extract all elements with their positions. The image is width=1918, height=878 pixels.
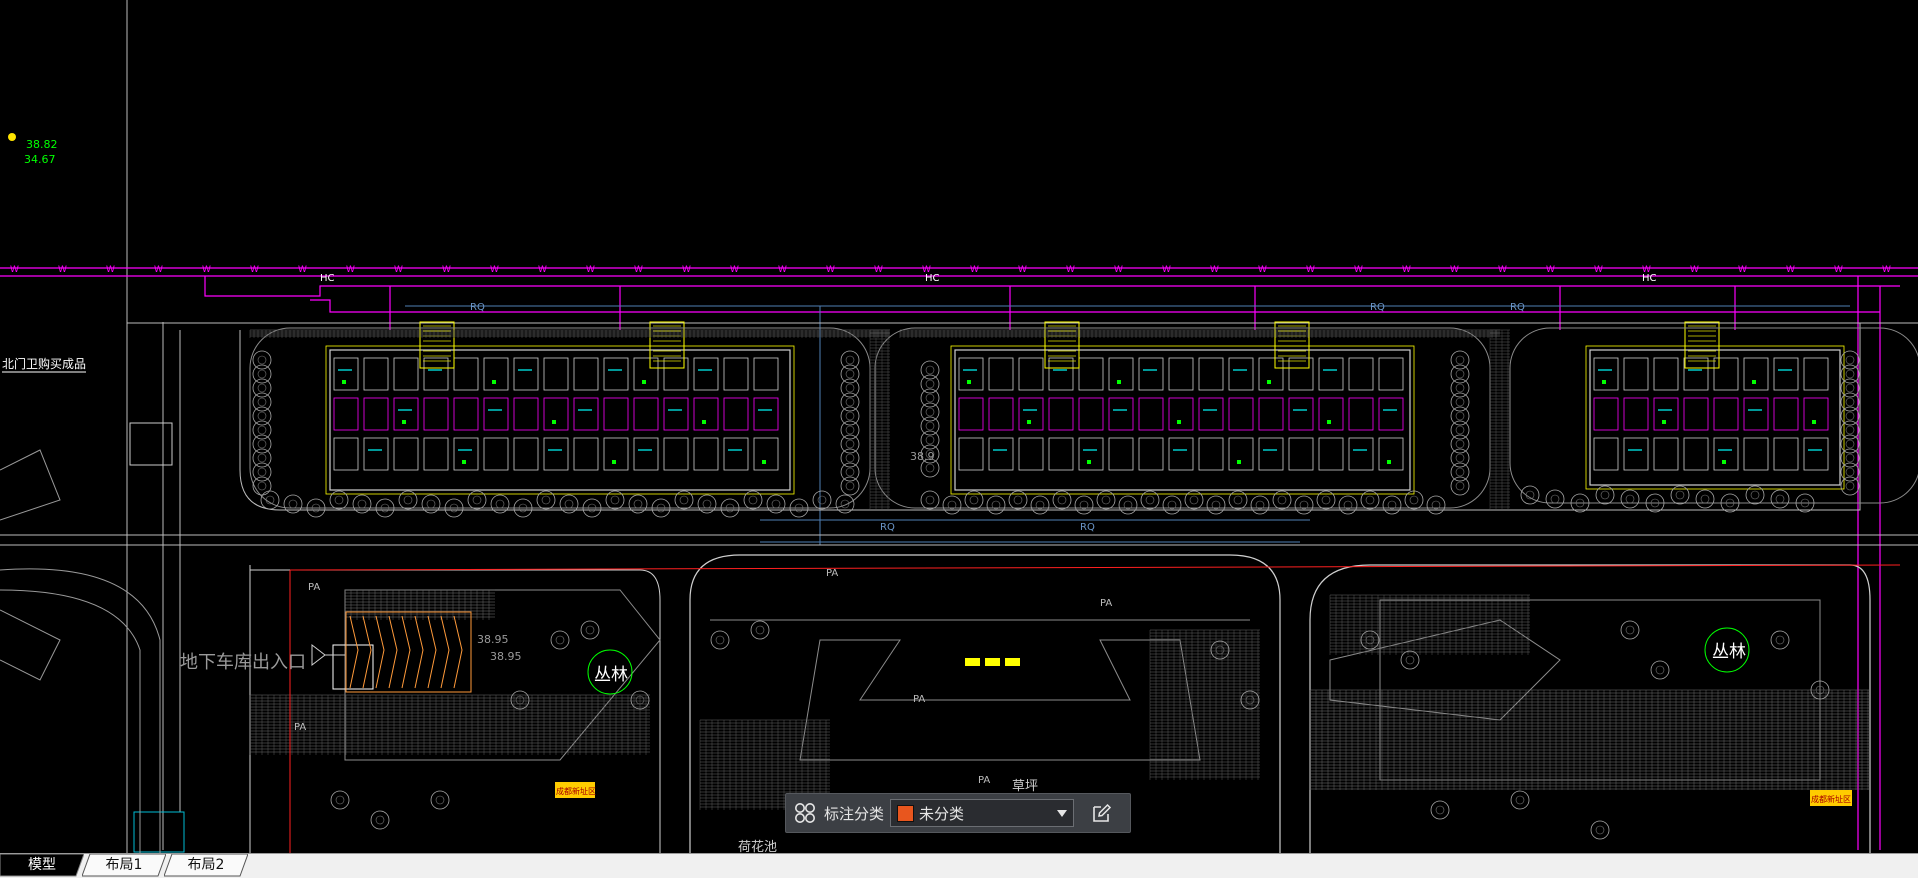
svg-text:W: W xyxy=(10,265,19,275)
svg-text:W: W xyxy=(586,265,595,275)
svg-text:W: W xyxy=(1738,265,1747,275)
tree-symbols xyxy=(252,350,1860,840)
garage-ramp-chevrons xyxy=(345,611,472,693)
svg-text:W: W xyxy=(1498,265,1507,275)
spot-elevation-1: 38.95 xyxy=(477,633,509,646)
paving-hatch xyxy=(249,329,1870,810)
lotus-pond-label: 荷花池 xyxy=(738,839,777,853)
pa-tag-2: PA xyxy=(294,722,306,733)
svg-text:W: W xyxy=(1882,265,1891,275)
svg-text:W: W xyxy=(1642,265,1651,275)
spot-elevation-3: 38.9 xyxy=(910,450,935,463)
svg-text:W: W xyxy=(442,265,451,275)
svg-text:W: W xyxy=(1450,265,1459,275)
svg-text:W: W xyxy=(154,265,163,275)
category-selected-value: 未分类 xyxy=(919,804,965,823)
svg-text:W: W xyxy=(922,265,931,275)
svg-text:W: W xyxy=(1018,265,1027,275)
svg-text:W: W xyxy=(1690,265,1699,275)
svg-text:W: W xyxy=(298,265,307,275)
garage-exit-label: 地下车库出入口 xyxy=(180,652,306,673)
svg-text:W: W xyxy=(634,265,643,275)
rq-tag-2: RQ xyxy=(880,522,895,533)
svg-text:W: W xyxy=(970,265,979,275)
svg-text:W: W xyxy=(202,265,211,275)
svg-text:W: W xyxy=(1834,265,1843,275)
svg-text:W: W xyxy=(826,265,835,275)
hc-tag-3: HC xyxy=(1642,273,1657,284)
pa-tag-4: PA xyxy=(978,775,990,786)
pa-tag-3: PA xyxy=(913,694,925,705)
sign-right: 成都新址区 xyxy=(1811,794,1851,804)
category-color-swatch xyxy=(897,804,915,822)
annotation-category-label: 标注分类 xyxy=(824,804,885,823)
tab-model[interactable]: 模型 xyxy=(0,854,84,877)
coord-readout-y: 34.67 xyxy=(24,153,56,166)
chevron-down-icon xyxy=(1057,809,1068,817)
sign-left: 成都新址区 xyxy=(556,786,596,796)
fire-lane-line xyxy=(289,564,1901,853)
svg-text:W: W xyxy=(874,265,883,275)
spot-elevation-2: 38.95 xyxy=(490,650,522,663)
north-gate-label: 北门卫购买成品 xyxy=(2,356,86,371)
residential-buildings xyxy=(249,321,1918,509)
svg-text:W: W xyxy=(106,265,115,275)
tab-layout2[interactable]: 布局2 xyxy=(164,854,248,877)
svg-text:W: W xyxy=(1786,265,1795,275)
rq-tag-1: RQ xyxy=(470,302,485,313)
svg-text:W: W xyxy=(682,265,691,275)
tab-layout1-label: 布局1 xyxy=(105,857,143,873)
tab-model-label: 模型 xyxy=(28,857,56,873)
building-block-3 xyxy=(1509,321,1918,504)
annotation-category-toolbar: 标注分类 未分类 xyxy=(785,793,1131,833)
gatehouse xyxy=(129,422,173,466)
tab-layout2-label: 布局2 xyxy=(187,857,225,873)
hc-tag-2: HC xyxy=(925,273,940,284)
rq-tag-3: RQ xyxy=(1080,522,1095,533)
layout-tab-bar: 模型 布局1 布局2 xyxy=(0,853,1918,878)
svg-text:W: W xyxy=(1162,265,1171,275)
pa-tag-1: PA xyxy=(308,582,320,593)
svg-text:W: W xyxy=(1066,265,1075,275)
svg-text:W: W xyxy=(1114,265,1123,275)
rq-tag-4: RQ xyxy=(1370,302,1385,313)
plaza-features xyxy=(332,644,1852,806)
svg-text:W: W xyxy=(250,265,259,275)
thicket-label-left: 丛林 xyxy=(594,665,628,685)
svg-text:W: W xyxy=(1210,265,1219,275)
svg-text:W: W xyxy=(1306,265,1315,275)
svg-text:W: W xyxy=(778,265,787,275)
svg-text:W: W xyxy=(730,265,739,275)
tab-layout1[interactable]: 布局1 xyxy=(82,854,166,877)
coord-readout-x: 38.82 xyxy=(26,138,58,151)
lawn-label: 草坪 xyxy=(1012,779,1038,794)
svg-text:W: W xyxy=(346,265,355,275)
gas-line xyxy=(405,305,1850,546)
building-block-1 xyxy=(249,321,871,509)
svg-text:W: W xyxy=(1258,265,1267,275)
hc-tag-1: HC xyxy=(320,273,335,284)
edit-note-icon[interactable] xyxy=(1088,800,1114,826)
site-boundary xyxy=(0,322,1918,850)
svg-text:W: W xyxy=(1354,265,1363,275)
pa-tag-6: PA xyxy=(1100,598,1112,609)
drawing-canvas[interactable]: 38.82 34.67 W W W W W W W W W W W W W W W W W W W W W W W W W W W W… xyxy=(0,0,1918,853)
svg-text:W: W xyxy=(1594,265,1603,275)
annotation-category-select[interactable]: 未分类 xyxy=(890,799,1075,827)
garage-ramp-arrow xyxy=(311,643,345,667)
svg-text:W: W xyxy=(490,265,499,275)
svg-text:W: W xyxy=(538,265,547,275)
rq-tag-5: RQ xyxy=(1510,302,1525,313)
thicket-label-right: 丛林 xyxy=(1712,642,1746,662)
cursor-point-marker xyxy=(8,133,16,141)
grid-four-circles-icon[interactable] xyxy=(792,800,818,826)
svg-text:W: W xyxy=(1402,265,1411,275)
svg-text:W: W xyxy=(394,265,403,275)
svg-text:W: W xyxy=(58,265,67,275)
svg-text:W: W xyxy=(1546,265,1555,275)
pa-tag-5: PA xyxy=(826,568,838,579)
